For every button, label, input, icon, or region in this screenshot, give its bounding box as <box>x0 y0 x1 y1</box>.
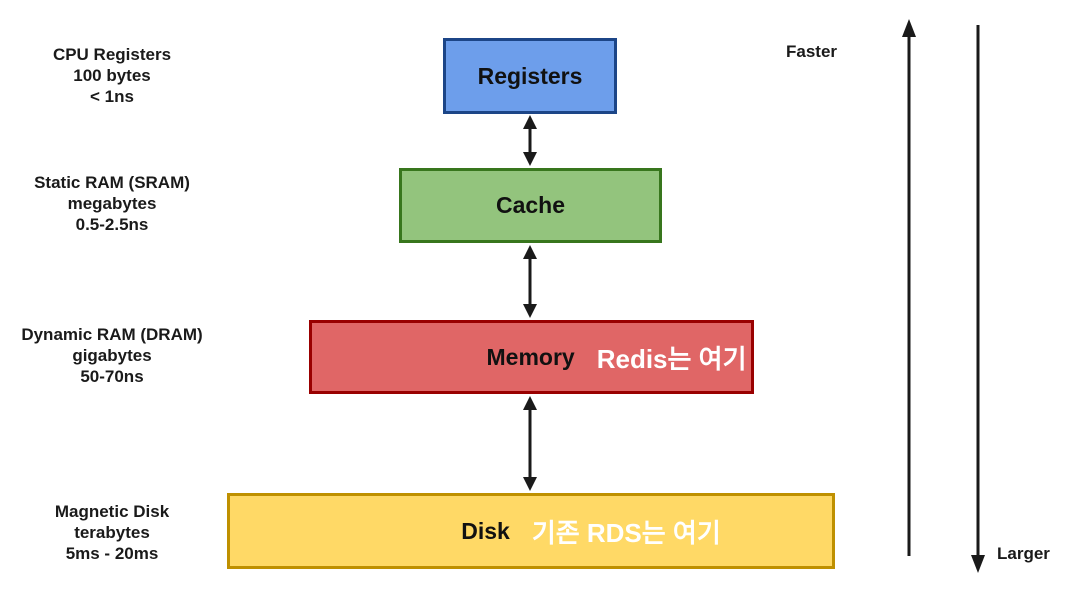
side-label-cache: Static RAM (SRAM) megabytes 0.5-2.5ns <box>0 172 224 235</box>
side-label-line: CPU Registers <box>52 45 172 64</box>
side-label-line: Magnetic Disk <box>54 502 170 521</box>
annotation-rds: 기존 RDS는 여기 <box>531 517 721 548</box>
side-label-memory: Dynamic RAM (DRAM) gigabytes 50-70ns <box>0 324 224 387</box>
double-arrow-connector-memory-disk <box>523 396 537 491</box>
side-label-line: terabytes <box>74 523 150 542</box>
box-memory: Memory Redis는 여기 <box>309 320 754 394</box>
side-label-line: 100 bytes <box>73 66 151 85</box>
box-disk-content: Disk 기존 RDS는 여기 <box>461 513 721 550</box>
double-arrow-connector-registers-cache <box>523 115 537 166</box>
side-label-line: Dynamic RAM (DRAM) <box>21 325 203 344</box>
side-label-line: megabytes <box>67 194 157 213</box>
annotation-redis: Redis는 여기 <box>596 343 747 374</box>
double-arrow-connector-cache-memory <box>523 245 537 318</box>
side-label-line: 50-70ns <box>80 367 144 386</box>
side-label-line: gigabytes <box>72 346 152 365</box>
larger-label: Larger <box>997 544 1050 563</box>
box-registers: Registers <box>443 38 617 114</box>
side-label-disk: Magnetic Disk terabytes 5ms - 20ms <box>0 501 224 564</box>
larger-axis-arrow-down <box>971 25 985 573</box>
faster-axis-arrow-up <box>902 19 916 556</box>
box-cache: Cache <box>399 168 662 243</box>
box-memory-content: Memory Redis는 여기 <box>487 339 747 376</box>
side-label-registers: CPU Registers 100 bytes < 1ns <box>0 44 224 107</box>
side-label-line: 0.5-2.5ns <box>75 215 149 234</box>
box-label-registers: Registers <box>477 62 583 89</box>
side-label-line: 5ms - 20ms <box>65 544 159 563</box>
box-disk: Disk 기존 RDS는 여기 <box>227 493 835 569</box>
box-label-memory: Memory <box>486 343 575 370</box>
faster-label: Faster <box>786 42 838 61</box>
box-label-cache: Cache <box>495 192 566 218</box>
side-label-line: Static RAM (SRAM) <box>34 173 190 192</box>
box-label-disk: Disk <box>461 517 510 544</box>
side-label-line: < 1ns <box>90 87 134 106</box>
